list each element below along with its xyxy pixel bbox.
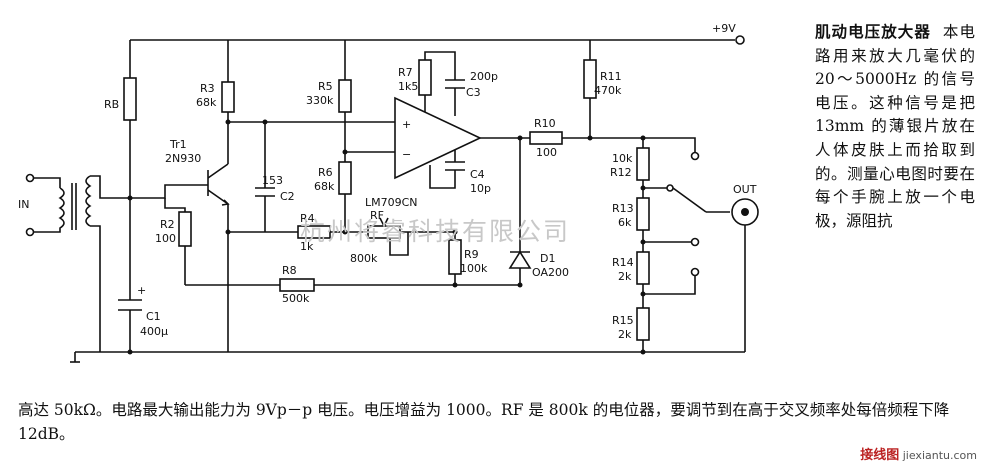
r2-name: R2 — [160, 218, 175, 231]
r12-value: 10k — [612, 152, 633, 165]
rf-name: RF — [370, 209, 384, 222]
r9-name: R9 — [464, 248, 479, 261]
footer-brand: 接线图 — [860, 448, 900, 463]
d1-type: OA200 — [532, 266, 569, 279]
r4-value: 1k — [300, 240, 314, 253]
r13-value: 6k — [618, 216, 632, 229]
r3-name: R3 — [200, 82, 215, 95]
article-title: 肌动电压放大器 — [815, 22, 931, 41]
d1-name: D1 — [540, 252, 555, 265]
input-label: IN — [18, 198, 29, 211]
bottom-description: 高达 50kΩ。电路最大输出能力为 9Vp－p 电压。电压增益为 1000。RF… — [18, 401, 950, 443]
circuit-schematic: +9V IN RB + C1 400μ Tr1 2N930 R3 68k R2 … — [18, 22, 759, 363]
side-body: 本电路用来放大几毫伏的 20～5000Hz 的信号电压。这种信号是把 13mm … — [815, 23, 975, 230]
r11-name: R11 — [600, 70, 622, 83]
op-minus: − — [402, 148, 411, 161]
op-amp-label: LM709CN — [365, 196, 418, 209]
r15-value: 2k — [618, 328, 632, 341]
r13-name: R13 — [612, 202, 634, 215]
r5-value: 330k — [306, 94, 334, 107]
op-plus: + — [402, 118, 411, 131]
r2-value: 100 — [155, 232, 176, 245]
r3-value: 68k — [196, 96, 217, 109]
r8-name: R8 — [282, 264, 297, 277]
r10-value: 100 — [536, 146, 557, 159]
r9-value: 100k — [460, 262, 488, 275]
c3-value: 200p — [470, 70, 498, 83]
c1-plus: + — [137, 284, 146, 297]
r6-name: R6 — [318, 166, 333, 179]
tr1-type: 2N930 — [165, 152, 201, 165]
r5-name: R5 — [318, 80, 333, 93]
r4-name: R4 — [300, 212, 315, 225]
tr1-name: Tr1 — [169, 138, 187, 151]
r11-value: 470k — [594, 84, 622, 97]
r7-name: R7 — [398, 66, 413, 79]
r14-name: R14 — [612, 256, 634, 269]
r7-value: 1k5 — [398, 80, 418, 93]
side-description: 肌动电压放大器 本电路用来放大几毫伏的 20～5000Hz 的信号电压。这种信号… — [815, 20, 975, 233]
supply-label: +9V — [712, 22, 736, 35]
footer-site: jiexiantu.com — [902, 449, 977, 462]
c2-name: C2 — [280, 190, 295, 203]
c4-value: 10p — [470, 182, 491, 195]
r6-value: 68k — [314, 180, 335, 193]
range-switch — [672, 187, 707, 213]
rf-value: 800k — [350, 252, 378, 265]
footer-logo: 接线图 jiexiantu.com — [860, 444, 977, 463]
r8-value: 500k — [282, 292, 310, 305]
r10-name: R10 — [534, 117, 556, 130]
r12-name: R12 — [610, 166, 632, 179]
r14-value: 2k — [618, 270, 632, 283]
watermark: 杭州将睿科技有限公司 — [300, 217, 571, 246]
rb-label: RB — [104, 98, 119, 111]
output-label: OUT — [733, 183, 757, 196]
r15-name: R15 — [612, 314, 634, 327]
c4-name: C4 — [470, 168, 485, 181]
c3-name: C3 — [466, 86, 481, 99]
c2-code: 153 — [262, 174, 283, 187]
c1-name: C1 — [146, 310, 161, 323]
c1-value: 400μ — [140, 325, 168, 338]
